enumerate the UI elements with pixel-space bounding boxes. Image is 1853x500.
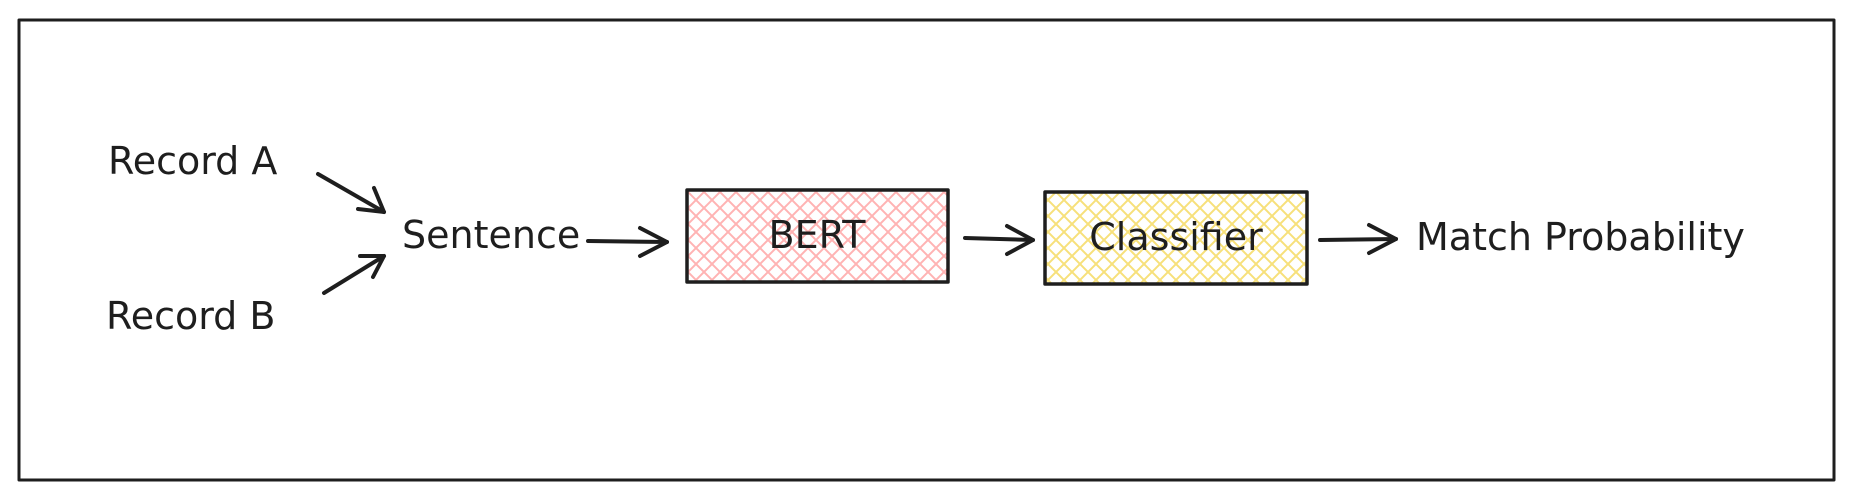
record-a-label: Record A [108,139,277,183]
sentence-label: Sentence [402,213,580,257]
arrow-classifier-to-output [1318,223,1398,255]
bert-label: BERT [769,213,867,257]
match-probability-label: Match Probability [1416,215,1745,259]
classifier-box: Classifier [1043,190,1309,286]
arrow-sentence-to-bert [586,226,669,258]
record-b-label: Record B [106,294,275,338]
diagram-frame [17,18,1836,482]
bert-box: BERT [685,188,950,284]
arrow-bert-to-classifier [963,224,1035,256]
classifier-label: Classifier [1089,215,1263,259]
arrow-record-b-to-sentence [322,254,386,295]
arrow-record-a-to-sentence [316,172,386,214]
